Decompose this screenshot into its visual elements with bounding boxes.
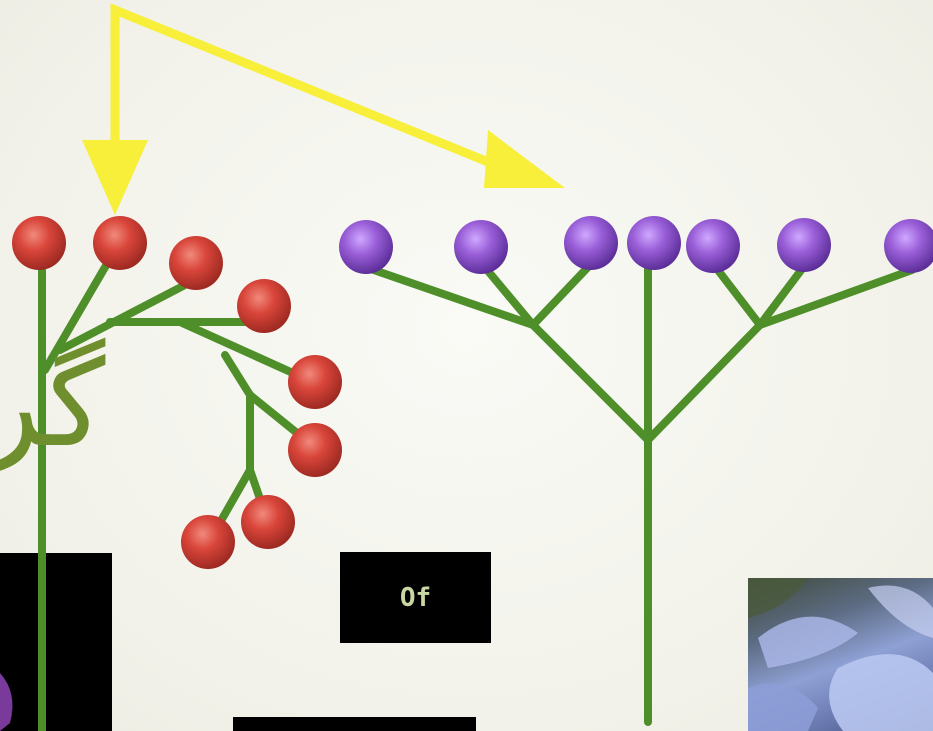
right-flowers [339,216,933,274]
red-flower [288,355,342,409]
red-flower [12,216,66,270]
purple-flower [454,220,508,274]
flower-photo-icon [748,578,933,731]
right-branch-right [644,321,764,444]
purple-flower [884,219,933,273]
left-flowers [12,216,342,569]
overlay-glyph: Of [399,582,432,613]
black-overlay-middle: Of [340,552,491,643]
arrow-connector-line [110,3,522,180]
arrow-head-left [82,140,148,215]
red-flower [93,216,147,270]
right-branch-left [529,321,652,444]
arrow-head-right [484,130,565,188]
red-flower [241,495,295,549]
arabic-text-fragment: گر [0,335,106,474]
left-branch-5 [221,351,254,399]
right-inflorescence [364,241,916,726]
purple-flower [686,219,740,273]
red-flower [237,279,291,333]
purple-flower [627,216,681,270]
purple-flower [777,218,831,272]
right-sub-1 [364,264,537,329]
black-overlay-bottom [233,717,476,731]
black-overlay-left [0,553,112,731]
purple-flower [339,220,393,274]
right-sub-6 [756,266,916,329]
red-flower [181,515,235,569]
right-sub-4 [710,261,764,329]
pointer-arrows [82,3,565,215]
red-flower [169,236,223,290]
left-branch-2 [56,281,189,354]
stem-through-overlay [0,553,46,731]
right-sub-3 [529,261,594,329]
right-sub-5 [756,261,809,329]
purple-flower [564,216,618,270]
red-flower [288,423,342,477]
right-sub-2 [479,261,537,329]
flower-photo-art [748,578,933,731]
